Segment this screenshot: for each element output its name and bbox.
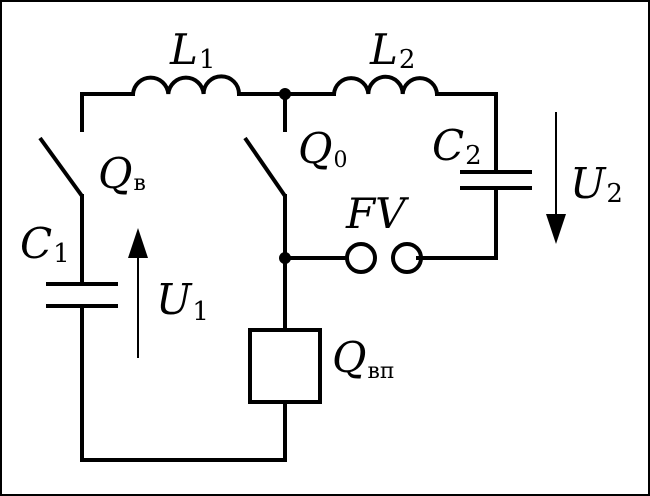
arrow-u2-down-icon [546, 112, 566, 244]
qvp-box-symbol [248, 328, 322, 404]
switch-q0-symbol [243, 136, 287, 198]
capacitor-c2-symbol [460, 170, 532, 190]
label-l2: L2 [369, 25, 415, 75]
capacitor-c1-symbol [46, 282, 118, 308]
spark-gap-right-electrode [391, 242, 423, 274]
junction-dot-mid [279, 252, 291, 264]
label-u1: U1 [156, 275, 209, 327]
arrow-u1-up-icon [128, 228, 148, 358]
spark-gap-left-electrode [345, 242, 377, 274]
wire-left-top [80, 92, 135, 132]
junction-dot-top [279, 88, 291, 100]
label-c2: C2 [432, 121, 482, 171]
inductor-l1-symbol [131, 74, 241, 95]
label-c1: C1 [20, 219, 70, 269]
label-l1: L1 [169, 25, 215, 75]
wire-right-top [435, 92, 498, 174]
label-fv: FV [345, 189, 409, 238]
label-u2: U2 [570, 159, 623, 209]
inductor-l2-symbol [332, 74, 439, 95]
label-qv: Qв [98, 149, 146, 198]
switch-qv-symbol [38, 136, 84, 198]
label-q0: Q0 [298, 124, 347, 173]
label-qvp: Qвп [332, 333, 395, 384]
wire-right-bottom [416, 186, 498, 260]
wire-bottom [80, 304, 287, 462]
